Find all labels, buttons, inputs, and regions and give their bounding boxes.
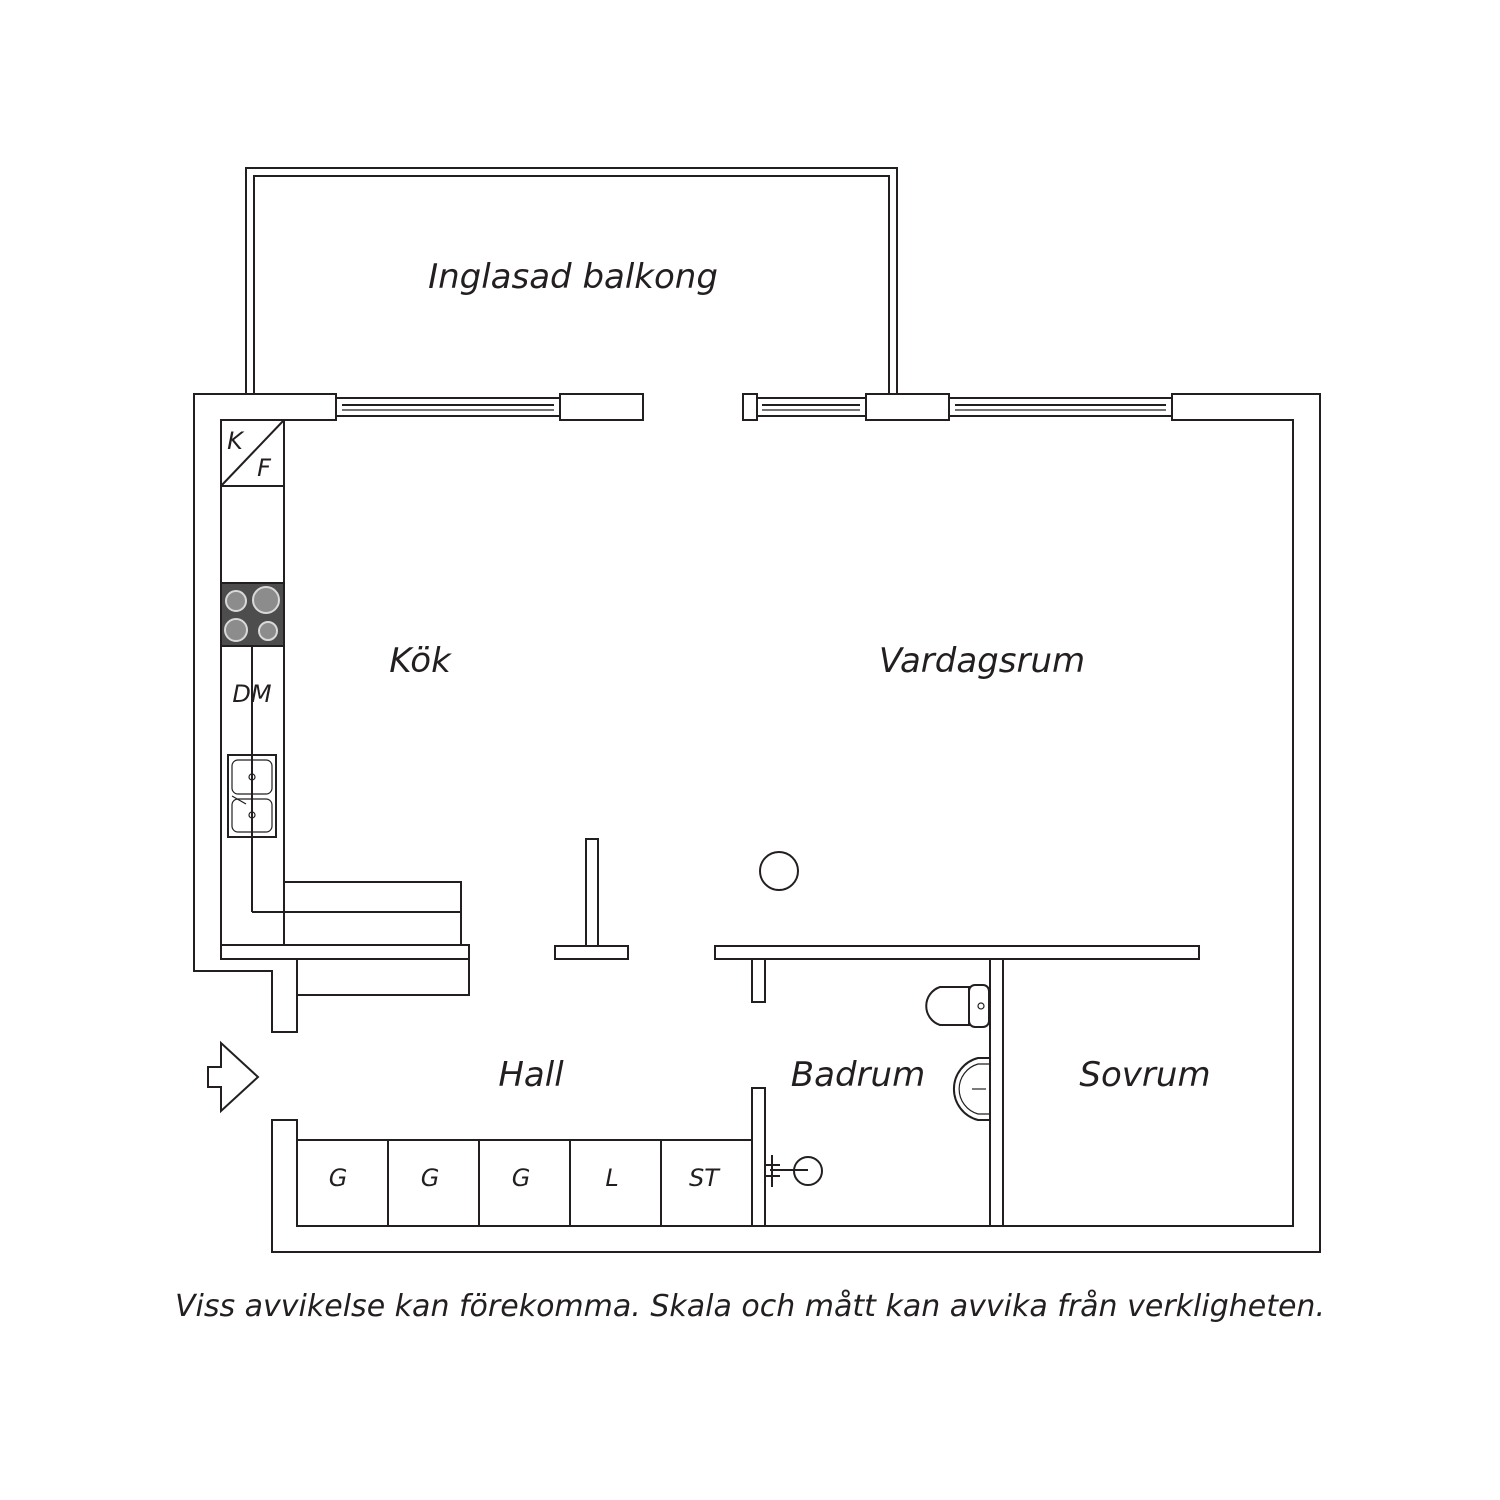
shower (765, 1155, 823, 1187)
label-kitchen: Kök (389, 641, 452, 681)
storage-label: ST (689, 1164, 721, 1192)
entrance-arrow-icon (207, 1040, 260, 1114)
label-dishwasher: DM (232, 680, 271, 708)
storage-label: L (605, 1164, 618, 1192)
balcony (245, 167, 898, 394)
wardrobes (296, 1139, 753, 1227)
disclaimer-text: Viss avvikelse kan förekomma. Skala och … (175, 1289, 1325, 1324)
label-balcony: Inglasad balkong (428, 257, 718, 297)
label-freezer: F (257, 454, 272, 482)
label-living-room: Vardagsrum (879, 641, 1085, 681)
storage-label: G (421, 1164, 440, 1192)
kitchen-counter (220, 419, 470, 996)
storage-label: G (512, 1164, 531, 1192)
label-bathroom: Badrum (791, 1055, 925, 1095)
label-bedroom: Sovrum (1079, 1055, 1210, 1095)
label-fridge: K (227, 427, 245, 455)
windows (335, 397, 1173, 417)
kitchen-sink (227, 754, 277, 838)
label-hall: Hall (498, 1055, 564, 1095)
partitions (554, 838, 1200, 1227)
outer-walls (193, 393, 1321, 1253)
bathroom-sink (952, 1057, 990, 1121)
toilet (925, 984, 990, 1028)
stove (220, 582, 285, 647)
storage-label: G (329, 1164, 348, 1192)
